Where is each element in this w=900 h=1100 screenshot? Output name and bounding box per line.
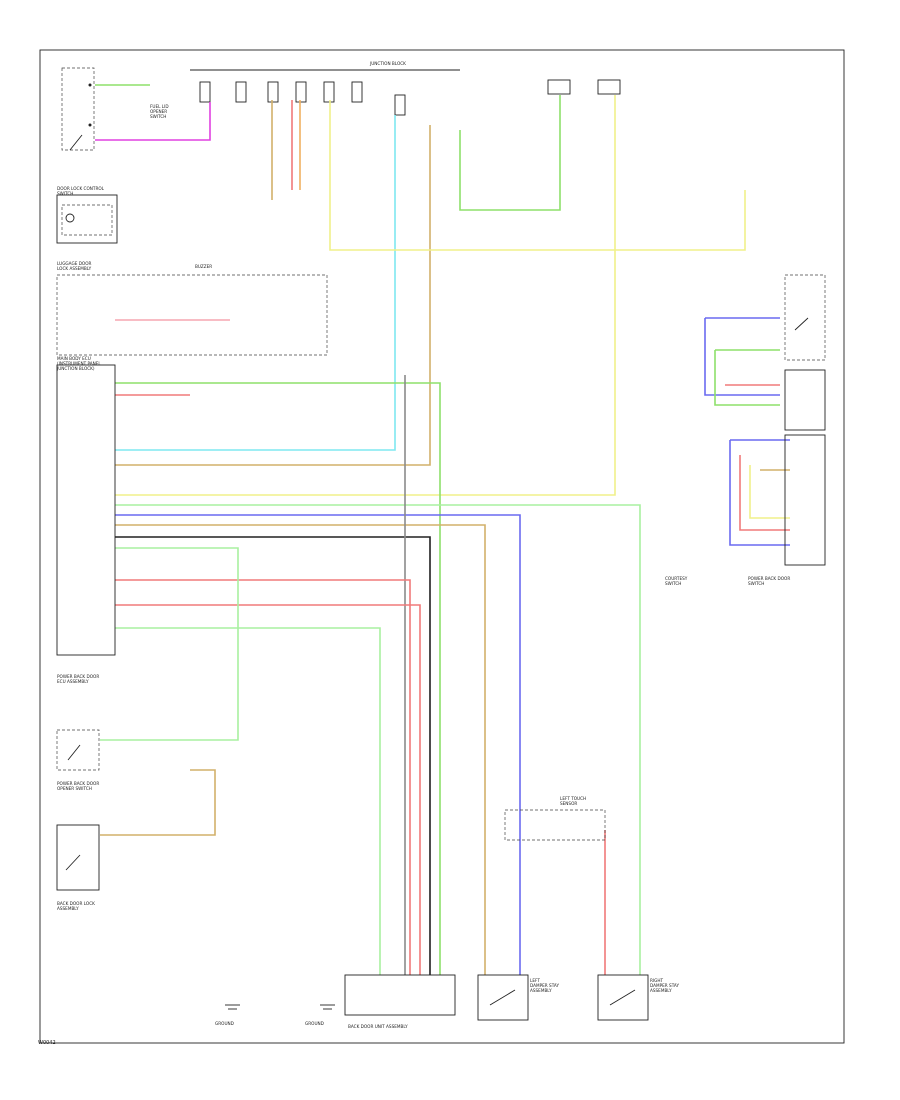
- left-damper-stay: [477, 974, 529, 1021]
- diagram-footer-id: W0042: [38, 1040, 56, 1046]
- right-damper-stay: [597, 974, 649, 1021]
- label-back-door-unit: BACK DOOR UNIT ASSEMBLY: [348, 1024, 408, 1029]
- back-door-unit: [344, 974, 456, 1016]
- wire-group: [95, 84, 790, 975]
- label-buzzer: BUZZER: [195, 264, 212, 269]
- door-lock-control-switch: [56, 194, 118, 244]
- left-touch-sensor-box: [504, 809, 606, 841]
- power-back-door-switch-panel: [784, 274, 826, 566]
- ground-symbols: [225, 1004, 335, 1010]
- back-door-lock: [56, 824, 100, 891]
- diagram-frame: [39, 49, 845, 1044]
- fuse-row: [199, 79, 621, 116]
- label-ground-right: GROUND: [305, 1021, 324, 1026]
- main-body-ecu: [56, 274, 328, 656]
- bus-label: JUNCTION BLOCK: [369, 61, 406, 66]
- label-ground-left: GROUND: [215, 1021, 234, 1026]
- fuel-lid-switch: [61, 67, 95, 151]
- opener-switch: [56, 729, 100, 771]
